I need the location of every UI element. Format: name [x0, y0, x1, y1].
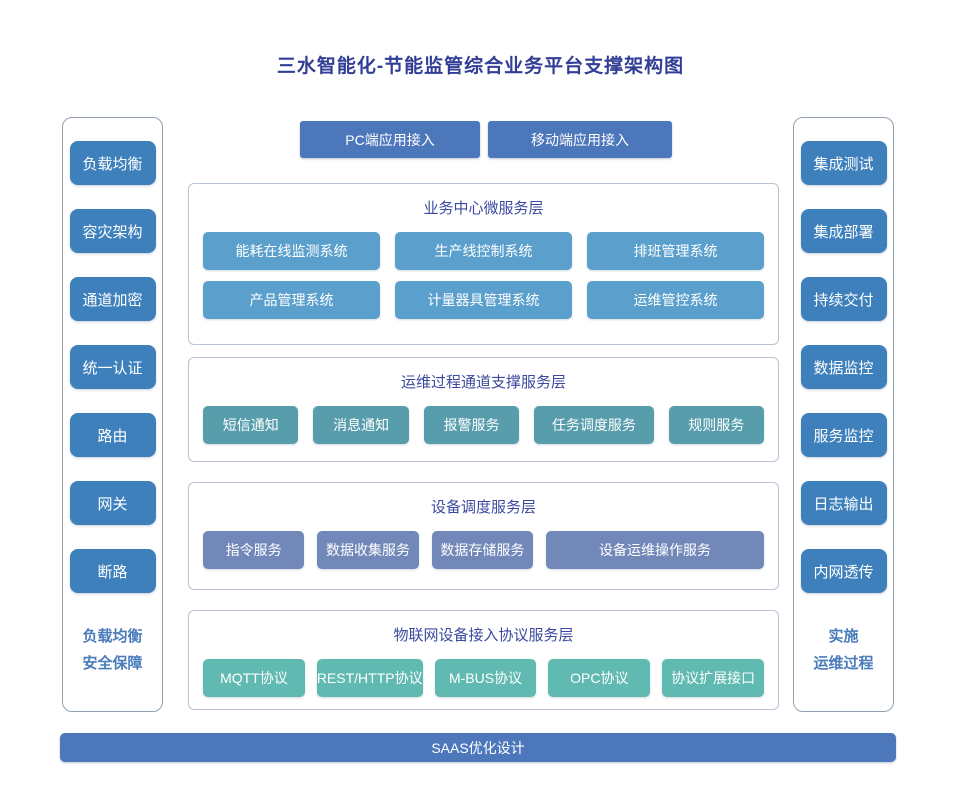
node-task-scheduling-service: 任务调度服务 [534, 406, 654, 444]
node-device-ops-operation-service: 设备运维操作服务 [546, 531, 764, 569]
layer-iot-protocols: 物联网设备接入协议服务层 MQTT协议 REST/HTTP协议 M-BUS协议 … [188, 610, 779, 710]
node-intranet-passthrough: 内网透传 [800, 549, 887, 593]
page-title: 三水智能化-节能监管综合业务平台支撑架构图 [276, 56, 685, 77]
layer1-row2: 产品管理系统 计量器具管理系统 运维管控系统 [203, 281, 764, 319]
saas-optimization-bar: SAAS优化设计 [60, 733, 896, 762]
node-command-service: 指令服务 [203, 531, 305, 569]
layer2-row: 短信通知 消息通知 报警服务 任务调度服务 规则服务 [203, 406, 764, 444]
node-data-storage-service: 数据存储服务 [431, 531, 534, 569]
layer-ops-channel-support: 运维过程通道支撑服务层 短信通知 消息通知 报警服务 任务调度服务 规则服务 [188, 357, 779, 462]
node-opc-protocol: OPC协议 [548, 659, 651, 697]
layer-business-microservices: 业务中心微服务层 能耗在线监测系统 生产线控制系统 排班管理系统 产品管理系统 … [188, 183, 779, 345]
right-pillar-caption-line2: 运维过程 [813, 655, 874, 672]
right-pillar-caption: 实施 运维过程 [813, 623, 873, 677]
node-gateway: 网关 [69, 481, 156, 525]
node-routing: 路由 [69, 413, 156, 457]
node-mobile-access: 移动端应用接入 [488, 121, 672, 158]
node-protocol-extension-interface: 协议扩展接口 [662, 659, 765, 697]
node-product-management-system: 产品管理系统 [203, 281, 380, 319]
node-data-collection-service: 数据收集服务 [317, 531, 419, 569]
node-disaster-recovery: 容灾架构 [69, 209, 156, 253]
node-pc-access: PC端应用接入 [300, 121, 480, 158]
layer4-row: MQTT协议 REST/HTTP协议 M-BUS协议 OPC协议 协议扩展接口 [203, 659, 765, 697]
layer-title: 物联网设备接入协议服务层 [393, 627, 574, 644]
left-pillar: 负载均衡 容灾架构 通道加密 统一认证 路由 网关 断路 负载均衡 安全保障 [62, 117, 163, 712]
layer-device-scheduling: 设备调度服务层 指令服务 数据收集服务 数据存储服务 设备运维操作服务 [188, 482, 779, 590]
left-pillar-caption-line1: 负载均衡 [82, 628, 143, 645]
layer-title: 业务中心微服务层 [423, 200, 544, 217]
node-message-notification: 消息通知 [313, 406, 409, 444]
left-pillar-caption-line2: 安全保障 [82, 655, 143, 672]
node-sms-notification: 短信通知 [203, 406, 299, 444]
layer1-row1: 能耗在线监测系统 生产线控制系统 排班管理系统 [203, 232, 764, 270]
node-integration-deploy: 集成部署 [800, 209, 887, 253]
node-load-balancing: 负载均衡 [69, 141, 156, 185]
right-pillar-caption-line1: 实施 [828, 628, 859, 645]
node-ops-control-system: 运维管控系统 [587, 281, 764, 319]
node-alarm-service: 报警服务 [423, 406, 520, 444]
node-mbus-protocol: M-BUS协议 [434, 659, 537, 697]
node-rest-http-protocol: REST/HTTP协议 [316, 659, 423, 697]
node-channel-encryption: 通道加密 [69, 277, 156, 321]
node-continuous-delivery: 持续交付 [800, 277, 887, 321]
app-access-row: PC端应用接入 移动端应用接入 [300, 121, 672, 158]
node-energy-monitoring-system: 能耗在线监测系统 [203, 232, 380, 270]
layer-title: 运维过程通道支撑服务层 [400, 374, 566, 391]
node-integration-test: 集成测试 [800, 141, 887, 185]
node-rule-service: 规则服务 [668, 406, 764, 444]
node-unified-auth: 统一认证 [69, 345, 156, 389]
node-mqtt-protocol: MQTT协议 [203, 659, 305, 697]
layer-title: 设备调度服务层 [430, 499, 536, 516]
node-shift-management-system: 排班管理系统 [587, 232, 764, 270]
node-log-output: 日志输出 [800, 481, 887, 525]
node-service-monitoring: 服务监控 [800, 413, 887, 457]
node-metering-instrument-system: 计量器具管理系统 [395, 281, 572, 319]
node-production-line-control-system: 生产线控制系统 [395, 232, 572, 270]
layer3-row: 指令服务 数据收集服务 数据存储服务 设备运维操作服务 [203, 531, 764, 569]
right-pillar: 集成测试 集成部署 持续交付 数据监控 服务监控 日志输出 内网透传 实施 运维… [793, 117, 894, 712]
node-circuit-break: 断路 [69, 549, 156, 593]
left-pillar-caption: 负载均衡 安全保障 [82, 623, 142, 677]
node-data-monitoring: 数据监控 [800, 345, 887, 389]
